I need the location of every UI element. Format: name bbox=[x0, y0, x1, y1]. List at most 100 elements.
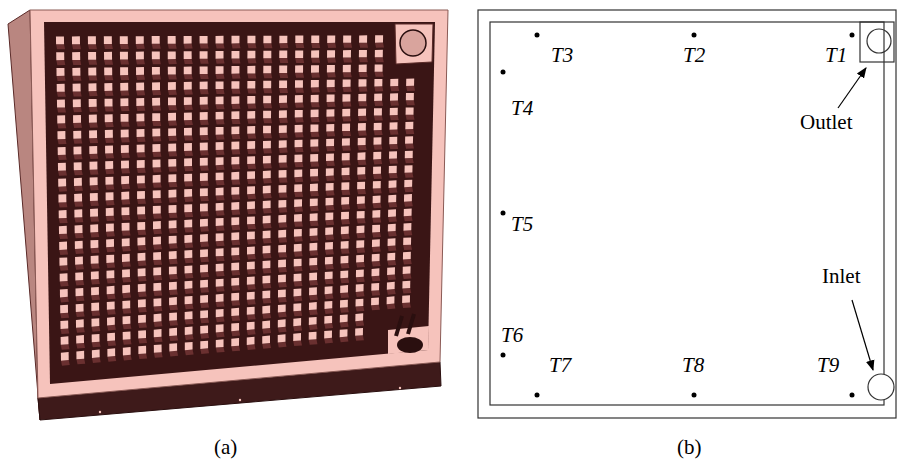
pin-fin bbox=[405, 165, 413, 173]
pin-fin bbox=[106, 208, 114, 216]
pin-fin-side bbox=[153, 260, 162, 265]
pin-fin bbox=[247, 81, 255, 89]
pin-fin bbox=[279, 140, 287, 148]
pin-fin bbox=[91, 303, 99, 311]
pin-fin-side bbox=[343, 43, 352, 48]
pin-fin bbox=[88, 68, 96, 76]
port-dot bbox=[399, 387, 401, 389]
pin-fin-side bbox=[73, 139, 82, 144]
pin-fin-side bbox=[216, 180, 225, 185]
pin-fin-side bbox=[136, 106, 145, 111]
pin-fin-side bbox=[231, 164, 240, 169]
pin-fin-side bbox=[294, 281, 303, 287]
pin-fin bbox=[262, 306, 270, 314]
pin-fin-side bbox=[216, 332, 225, 338]
pin-fin-side bbox=[216, 89, 225, 94]
pin-fin bbox=[216, 112, 224, 120]
pin-fin bbox=[231, 142, 239, 150]
pin-fin bbox=[137, 129, 145, 137]
pin-fin-side bbox=[295, 58, 304, 63]
pin-fin-side bbox=[61, 328, 70, 334]
pin-fin bbox=[326, 153, 334, 161]
pin-fin-side bbox=[169, 320, 178, 326]
pin-fin bbox=[324, 301, 332, 309]
pin-fin-side bbox=[342, 175, 351, 180]
pin-fin bbox=[169, 236, 177, 244]
pin-fin bbox=[262, 336, 270, 344]
pin-fin bbox=[326, 139, 334, 147]
pin-fin bbox=[389, 180, 397, 188]
pin-fin bbox=[74, 162, 82, 170]
pin-fin bbox=[184, 235, 192, 243]
pin-fin bbox=[404, 180, 412, 188]
pin-fin-side bbox=[327, 102, 336, 107]
pin-fin bbox=[184, 36, 192, 44]
pin-fin-side bbox=[136, 90, 145, 95]
pin-fin bbox=[358, 138, 366, 146]
pin-fin-side bbox=[403, 230, 412, 235]
pin-fin-side bbox=[137, 214, 146, 219]
pin-fin bbox=[310, 124, 318, 132]
pin-fin bbox=[91, 256, 99, 264]
pin-fin-side bbox=[216, 347, 225, 353]
pin-fin bbox=[107, 301, 115, 309]
pin-fin bbox=[216, 339, 224, 347]
pin-fin bbox=[152, 51, 160, 59]
pin-fin-side bbox=[216, 271, 225, 276]
pin-fin bbox=[200, 264, 208, 272]
pin-fin bbox=[200, 66, 208, 74]
pin-fin bbox=[168, 67, 176, 75]
pin-fin-side bbox=[375, 43, 384, 48]
pin-fin bbox=[403, 266, 411, 274]
pin-fin-side bbox=[57, 92, 66, 97]
pin-fin-side bbox=[59, 249, 68, 254]
pin-fin-side bbox=[90, 169, 99, 174]
pin-fin-side bbox=[325, 235, 334, 240]
pin-fin-side bbox=[136, 44, 145, 49]
pin-fin bbox=[295, 50, 303, 58]
pin-fin-side bbox=[341, 219, 350, 224]
pin-fin bbox=[184, 174, 192, 182]
pin-fin bbox=[138, 315, 146, 323]
pin-fin-side bbox=[358, 145, 367, 150]
pin-fin bbox=[76, 304, 84, 312]
pin-fin bbox=[278, 200, 286, 208]
pin-fin-side bbox=[356, 277, 365, 283]
pin-fin bbox=[390, 93, 398, 100]
pin-fin-side bbox=[403, 245, 412, 250]
inlet-leader bbox=[852, 300, 873, 370]
pin-fin bbox=[279, 125, 287, 133]
pin-fin bbox=[263, 51, 271, 59]
pin-fin-side bbox=[293, 340, 302, 346]
pin-fin bbox=[123, 331, 131, 339]
pin-fin-side bbox=[263, 193, 272, 198]
pin-fin-side bbox=[88, 44, 97, 49]
pin-fin-side bbox=[279, 43, 288, 48]
pin-fin bbox=[404, 209, 412, 217]
pin-fin bbox=[200, 188, 208, 196]
pin-fin bbox=[294, 229, 302, 237]
pin-fin bbox=[263, 246, 271, 254]
pin-fin-side bbox=[89, 122, 98, 127]
pin-fin-side bbox=[389, 159, 398, 164]
pin-fin-side bbox=[262, 328, 271, 334]
pin-fin bbox=[72, 68, 80, 76]
pin-fin-side bbox=[154, 337, 163, 343]
pin-fin-side bbox=[294, 251, 303, 256]
pin-fin bbox=[60, 289, 68, 297]
pin-fin bbox=[341, 241, 349, 249]
pin-fin bbox=[200, 234, 208, 242]
pin-fin bbox=[122, 254, 130, 262]
measuring-point-label: T8 bbox=[682, 355, 704, 376]
pin-fin-side bbox=[105, 138, 114, 143]
pin-fin bbox=[343, 65, 351, 72]
pin-fin-side bbox=[168, 182, 177, 187]
pin-fin-side bbox=[231, 119, 240, 124]
pin-fin bbox=[231, 217, 239, 225]
pin-fin bbox=[247, 96, 255, 104]
pin-fin-side bbox=[247, 194, 256, 199]
pin-fin bbox=[310, 198, 318, 206]
pin-fin bbox=[216, 127, 224, 135]
pin-fin bbox=[279, 65, 287, 73]
pin-fin-side bbox=[390, 130, 399, 135]
